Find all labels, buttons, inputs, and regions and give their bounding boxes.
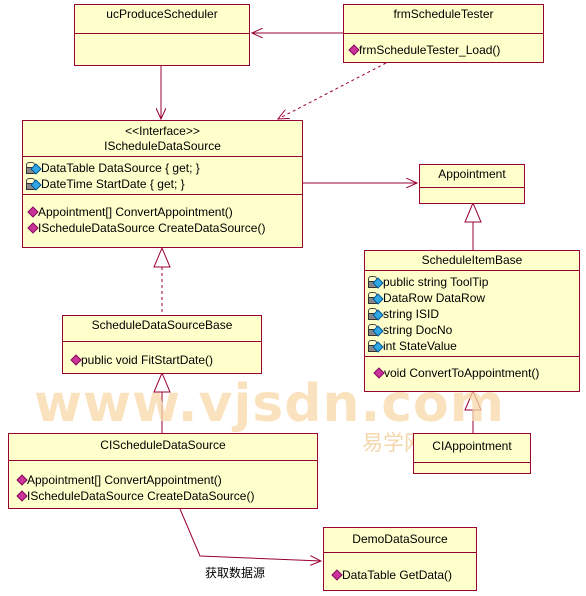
- class-compartment: [414, 462, 530, 468]
- class-name: ScheduleItemBase: [421, 253, 523, 267]
- generalization-ci-source-triangle: [153, 371, 171, 393]
- class-compartment: [420, 187, 524, 193]
- operation: frmScheduleTester_Load(): [344, 42, 543, 58]
- class-name: DemoDataSource: [352, 532, 448, 546]
- operation-icon: [15, 490, 28, 502]
- class-name: CIAppointment: [432, 439, 512, 453]
- attribute: string DocNo: [365, 322, 579, 338]
- class-name: ScheduleDataSourceBase: [91, 318, 233, 332]
- class-frm-schedule-tester[interactable]: frmScheduleTester frmScheduleTester_Load…: [343, 4, 544, 63]
- class-schedule-item-base[interactable]: ScheduleItemBase public string ToolTip D…: [364, 250, 580, 392]
- operation-icon: [26, 222, 39, 234]
- operation: DataTable GetData(): [324, 567, 476, 583]
- property-icon: [26, 178, 42, 191]
- property-icon: [368, 308, 384, 321]
- association-ci-source-to-demo: [179, 508, 321, 561]
- class-name: CIScheduleDataSource: [100, 438, 226, 452]
- class-name: ucProduceScheduler: [106, 7, 218, 21]
- operation: Appointment[] ConvertAppointment(): [9, 472, 317, 488]
- operation: Appointment[] ConvertAppointment(): [23, 204, 302, 220]
- attribute: int StateValue: [365, 338, 579, 354]
- class-name: frmScheduleTester: [393, 7, 494, 21]
- class-ischedule-data-source[interactable]: <<Interface>> IScheduleDataSource DataTa…: [22, 120, 303, 248]
- operation-icon: [15, 474, 28, 486]
- operations-compartment: DataTable GetData(): [324, 552, 476, 585]
- operations-compartment: Appointment[] ConvertAppointment() ISche…: [9, 460, 317, 506]
- class-header: <<Interface>> IScheduleDataSource: [23, 121, 302, 156]
- dependency-tester-to-interface: [278, 62, 387, 119]
- class-ci-schedule-data-source[interactable]: CIScheduleDataSource Appointment[] Conve…: [8, 433, 318, 509]
- class-uc-produce-scheduler[interactable]: ucProduceScheduler: [74, 4, 250, 66]
- operations-compartment: public void FitStartDate(): [63, 341, 261, 370]
- attributes-compartment: public string ToolTip DataRow DataRow st…: [365, 270, 579, 356]
- property-icon: [368, 292, 384, 305]
- attribute: string ISID: [365, 306, 579, 322]
- generalization-itembase-triangle: [464, 201, 482, 223]
- operation-icon: [372, 367, 385, 379]
- class-ci-appointment[interactable]: CIAppointment: [413, 433, 531, 474]
- property-icon: [368, 340, 384, 353]
- operation-icon: [330, 569, 343, 581]
- operation: public void FitStartDate(): [63, 352, 261, 368]
- class-appointment[interactable]: Appointment: [419, 164, 525, 204]
- operation-icon: [69, 354, 82, 366]
- property-icon: [26, 162, 42, 175]
- attribute: DataTable DataSource { get; }: [23, 160, 302, 176]
- label-fetch-data: 获取数据源: [205, 566, 266, 580]
- operation-icon: [347, 44, 360, 56]
- operations-compartment: Appointment[] ConvertAppointment() ISche…: [23, 194, 302, 238]
- attribute: public string ToolTip: [365, 274, 579, 290]
- operation: IScheduleDataSource CreateDataSource(): [23, 220, 302, 236]
- operation-icon: [26, 206, 39, 218]
- operations-compartment: frmScheduleTester_Load(): [344, 33, 543, 60]
- class-name: IScheduleDataSource: [104, 139, 221, 153]
- class-schedule-data-source-base[interactable]: ScheduleDataSourceBase public void FitSt…: [62, 315, 262, 374]
- class-compartment: [75, 33, 249, 39]
- property-icon: [368, 276, 384, 289]
- operations-compartment: void ConvertToAppointment(): [365, 356, 579, 383]
- operation: void ConvertToAppointment(): [369, 365, 579, 381]
- attribute: DataRow DataRow: [365, 290, 579, 306]
- operation: IScheduleDataSource CreateDataSource(): [9, 488, 317, 504]
- attribute: DateTime StartDate { get; }: [23, 176, 302, 192]
- generalization-ci-appointment-triangle: [464, 389, 482, 411]
- class-name: Appointment: [438, 167, 506, 181]
- stereotype: <<Interface>>: [125, 124, 200, 138]
- realization-base-triangle: [153, 246, 171, 268]
- property-icon: [368, 324, 384, 337]
- class-demo-data-source[interactable]: DemoDataSource DataTable GetData(): [323, 527, 477, 591]
- attributes-compartment: DataTable DataSource { get; } DateTime S…: [23, 156, 302, 194]
